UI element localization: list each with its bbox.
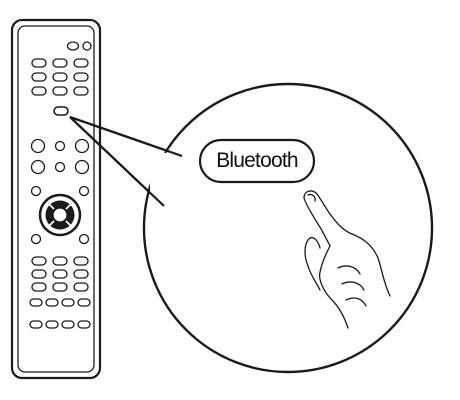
pointing-hand-icon [303, 190, 391, 329]
remote-bottom-button-rows[interactable] [29, 298, 91, 329]
directional-pad-icon[interactable] [38, 193, 82, 237]
remote-round-buttons[interactable] [30, 138, 90, 175]
remote-top-buttons[interactable] [66, 41, 92, 51]
remote-dpad-side-buttons[interactable] [30, 185, 90, 245]
remote-upper-button-grid[interactable] [31, 58, 89, 96]
remote-lower-button-grid[interactable] [31, 256, 89, 292]
magnified-bluetooth-button[interactable] [198, 138, 316, 184]
bluetooth-button-label: Bluetooth [216, 149, 298, 172]
remote-control-icon [10, 18, 102, 380]
remote-bluetooth-button[interactable] [53, 106, 69, 116]
magnified-view-circle [142, 82, 434, 374]
